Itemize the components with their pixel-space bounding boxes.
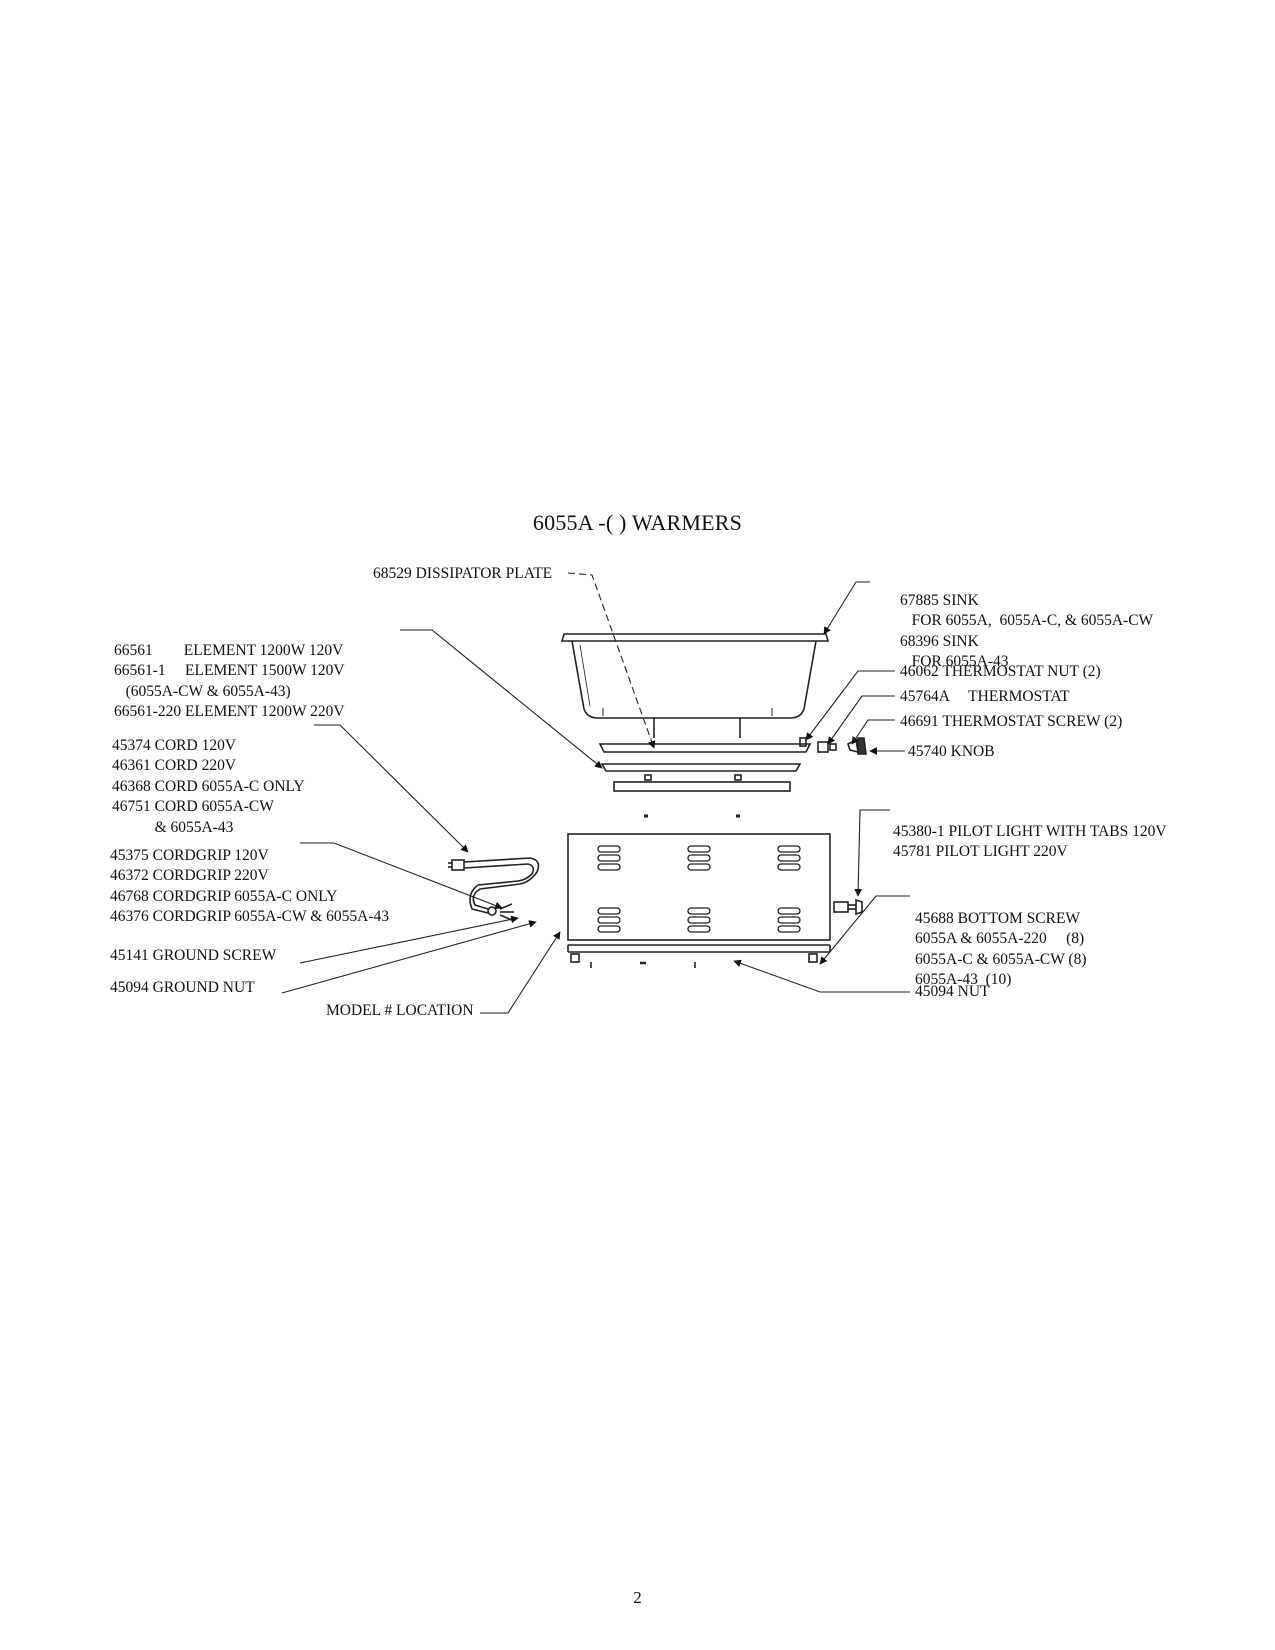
label-line: FOR 6055A, 6055A-C, & 6055A-CW — [900, 612, 1154, 629]
label-nut: 45094 NUT — [915, 983, 990, 1000]
label-ground-screw: 45141 GROUND SCREW — [110, 947, 277, 964]
label-line: 46376 CORDGRIP 6055A-CW & 6055A-43 — [110, 908, 390, 925]
label-knob: 45740 KNOB — [908, 743, 995, 760]
label-line: FOR 6055A-43 — [900, 653, 1009, 670]
thermostat-part — [799, 737, 867, 755]
pilot-light-part — [833, 898, 863, 916]
label-line: 45374 CORD 120V — [112, 736, 237, 754]
label-thermostat: 45764A THERMOSTAT — [900, 688, 1070, 705]
label-line: 46372 CORDGRIP 220V — [110, 867, 269, 884]
label-line: 46361 CORD 220V — [112, 757, 237, 774]
label-dissipator-plate: 68529 DISSIPATOR PLATE — [373, 565, 553, 582]
sink-part — [560, 633, 830, 738]
label-line: 45781 PILOT LIGHT 220V — [893, 843, 1068, 860]
dissipator-plate-part — [598, 743, 812, 792]
label-line: 46768 CORDGRIP 6055A-C ONLY — [110, 887, 338, 905]
label-line: (6055A-CW & 6055A-43) — [114, 682, 291, 700]
label-line: 6055A-C & 6055A-CW (8) — [915, 950, 1087, 968]
cord-part — [448, 857, 540, 921]
label-pilot-light: 45380-1 PILOT LIGHT WITH TABS 120V 45781 … — [893, 801, 1167, 883]
vent-slots — [597, 845, 801, 933]
label-line: 6055A & 6055A-220 (8) — [915, 930, 1085, 947]
label-line: 6055A-43 (10) — [915, 971, 1012, 988]
label-cordgrip: 45375 CORDGRIP 120V 46372 CORDGRIP 220V 46… — [110, 825, 389, 948]
page-number: 2 — [633, 1588, 642, 1607]
label-line: 66561-1 ELEMENT 1500W 120V — [114, 662, 345, 679]
leader-lines — [281, 572, 910, 1014]
housing-part — [567, 814, 831, 968]
label-line: 45375 CORDGRIP 120V — [110, 846, 269, 864]
label-sink: 67885 SINK FOR 6055A, 6055A-C, & 6055A-C… — [900, 570, 1153, 693]
label-line: 66561 ELEMENT 1200W 120V — [114, 641, 344, 659]
label-model-location: MODEL # LOCATION — [326, 1002, 474, 1019]
label-ground-nut: 45094 GROUND NUT — [110, 979, 255, 996]
label-line: 68396 SINK — [900, 632, 979, 650]
label-element: 66561 ELEMENT 1200W 120V 66561-1 ELEMENT … — [114, 620, 345, 743]
label-line: 46368 CORD 6055A-C ONLY — [112, 777, 305, 795]
label-bottom-screw: 45688 BOTTOM SCREW 6055A & 6055A-220 (8) 6… — [915, 888, 1087, 1011]
label-thermostat-nut: 46062 THERMOSTAT NUT (2) — [900, 663, 1101, 680]
label-line: 45380-1 PILOT LIGHT WITH TABS 120V — [893, 822, 1167, 840]
diagram-title: 6055A -( ) WARMERS — [532, 510, 743, 535]
label-line: 46751 CORD 6055A-CW — [112, 798, 274, 815]
label-line: 67885 SINK — [900, 591, 979, 609]
label-cord: 45374 CORD 120V 46361 CORD 220V 46368 CORD… — [112, 715, 305, 859]
label-line: & 6055A-43 — [112, 818, 234, 836]
label-line: 66561-220 ELEMENT 1200W 220V — [114, 703, 345, 720]
label-thermostat-screw: 46691 THERMOSTAT SCREW (2) — [900, 713, 1123, 730]
label-line: 45688 BOTTOM SCREW — [915, 909, 1081, 927]
